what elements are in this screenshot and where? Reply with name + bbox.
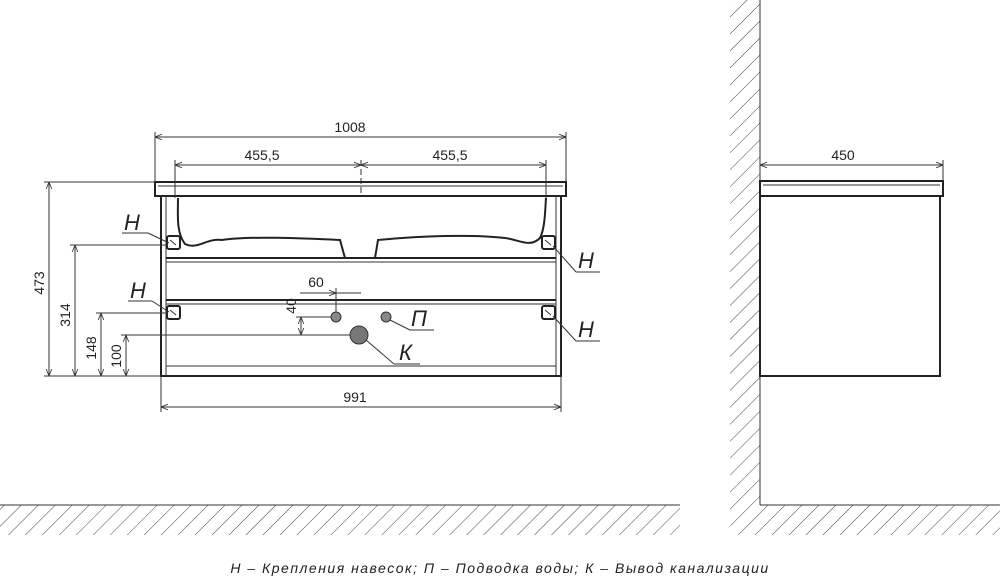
mount-bracket-bottom-right <box>541 305 556 320</box>
dim-height-314-label: 314 <box>57 303 73 327</box>
water-inlet-right-icon <box>380 311 392 323</box>
dim-offset-40-label: 40 <box>283 298 299 314</box>
cabinet-front-view <box>154 160 567 377</box>
legend: Н – Крепления навесок; П – Подводка воды… <box>230 560 770 576</box>
dim-half-left-label: 455,5 <box>244 147 279 163</box>
water-inlet-left-icon <box>330 311 342 323</box>
callout-drain: К <box>365 339 420 365</box>
label-drain: К <box>399 340 413 365</box>
dim-height-100-label: 100 <box>108 344 124 368</box>
floor <box>0 504 680 535</box>
dimension-bottom-width: 991 <box>160 376 562 412</box>
dimension-height-148: 148 <box>83 312 168 376</box>
label-mount-top-right: Н <box>578 248 594 273</box>
mount-bracket-bottom-left <box>166 305 181 320</box>
label-mount-bottom-right: Н <box>578 317 594 342</box>
wall <box>730 0 1000 535</box>
label-mount-top-left: Н <box>124 210 140 235</box>
dim-bottom-width-label: 991 <box>343 389 367 405</box>
dimension-total-width: 1008 <box>154 119 567 182</box>
label-mount-mid-left: Н <box>130 278 146 303</box>
callout-mount-bottom-right: Н <box>552 315 600 342</box>
drain-outlet-icon <box>349 325 369 345</box>
dim-height-473-label: 473 <box>31 271 47 295</box>
dim-offset-60-label: 60 <box>308 274 324 290</box>
cabinet-side-view <box>759 180 944 377</box>
dimension-total-height: 473 <box>31 181 161 377</box>
label-water-inlet: П <box>411 306 427 331</box>
dimension-offset-60: 60 <box>300 274 361 312</box>
callout-water-inlet: П <box>389 306 434 331</box>
callout-mount-top-right: Н <box>552 245 600 273</box>
callout-mount-top-left: Н <box>122 210 170 244</box>
mount-bracket-top-right <box>541 235 556 250</box>
dim-half-right-label: 455,5 <box>432 147 467 163</box>
callout-mount-mid-left: Н <box>128 278 170 313</box>
dim-height-148-label: 148 <box>83 336 99 360</box>
dimension-height-314: 314 <box>57 244 168 376</box>
dim-total-width-label: 1008 <box>334 119 365 135</box>
dimension-depth: 450 <box>760 147 944 181</box>
dim-depth-label: 450 <box>831 147 855 163</box>
dimension-halves: 455,5 455,5 <box>174 147 547 198</box>
dimension-height-100: 100 <box>108 334 350 376</box>
dimension-offset-40: 40 <box>283 298 331 335</box>
